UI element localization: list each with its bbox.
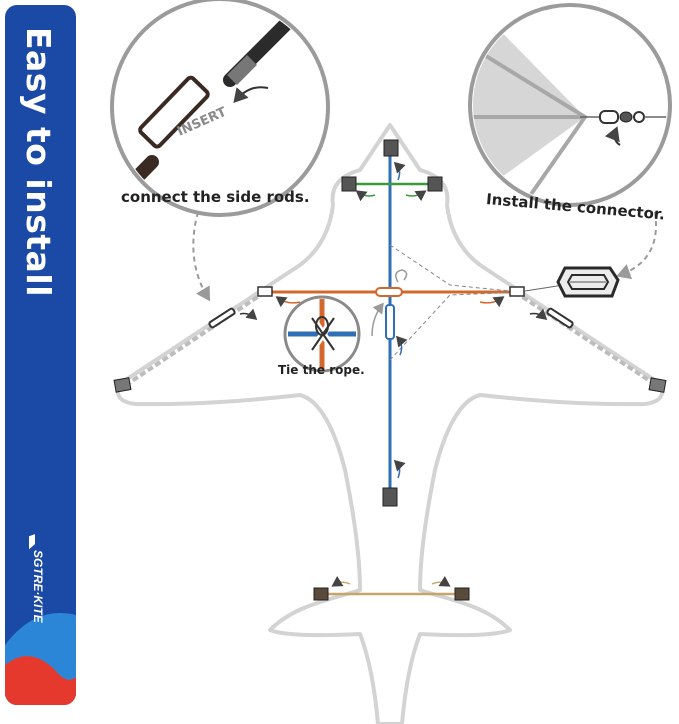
spine-knot-icon (395, 269, 408, 283)
tail-left-cap (313, 587, 329, 601)
rope-pointer-arrow-icon (371, 302, 384, 337)
rope-label: Tie the rope. (278, 363, 365, 377)
tail-right-cap (454, 587, 470, 601)
brand-text: SGTRE·KITE (31, 550, 45, 623)
kite-outline (115, 123, 665, 724)
connector-pointer (616, 211, 657, 280)
nose-arrow-icon (393, 161, 406, 181)
right-wing-tip-cap (648, 377, 667, 393)
spine-sleeve-arrow-icon (396, 335, 408, 356)
sidebar-wave-decoration (5, 613, 76, 705)
left-rod-sleeve (208, 307, 236, 329)
side-rods-pointer (192, 211, 211, 302)
spine-sleeve (385, 304, 395, 340)
cross-left-arrow-icon (275, 296, 301, 308)
connector-arrow-icon (604, 126, 621, 146)
bridle-line (389, 244, 521, 293)
head-left-arrow-icon (355, 190, 376, 202)
side-rods-detail (110, 0, 330, 217)
head-left-cap (341, 176, 357, 192)
rope-knot-detail (283, 295, 361, 373)
line-winder-icon (556, 266, 620, 298)
sidebar-title: Easy to install (19, 27, 58, 298)
left-rod-arrow-icon (239, 308, 258, 320)
head-right-arrow-icon (405, 190, 427, 202)
right-rod-arrow-icon (529, 308, 548, 320)
spine-bottom-cap (382, 487, 398, 507)
left-wing-tip-cap (113, 377, 132, 393)
cross-right-arrow-icon (479, 296, 505, 308)
right-rod-sleeve (546, 307, 574, 329)
sidebar-banner: Easy to install SGTRE·KITE (5, 5, 76, 705)
left-side-rod (124, 290, 267, 387)
tail-right-arrow-icon (431, 575, 451, 587)
bridle-line-2 (389, 291, 526, 361)
swivel-connector-icon (599, 110, 667, 124)
right-cross-cap (509, 286, 525, 297)
rope-knot-icon (309, 316, 337, 352)
side-rods-label: connect the side rods. (121, 188, 310, 206)
cross-sleeve (375, 287, 403, 297)
right-side-rod (513, 290, 658, 387)
connector-detail (468, 3, 672, 207)
nose-cap (383, 139, 399, 157)
left-cross-cap (257, 286, 273, 297)
insert-arrow-icon (233, 86, 269, 104)
head-right-cap (427, 176, 443, 192)
tail-left-arrow-icon (331, 575, 351, 587)
spine-bottom-arrow-icon (393, 459, 406, 479)
brand-logo: SGTRE·KITE (29, 529, 47, 623)
